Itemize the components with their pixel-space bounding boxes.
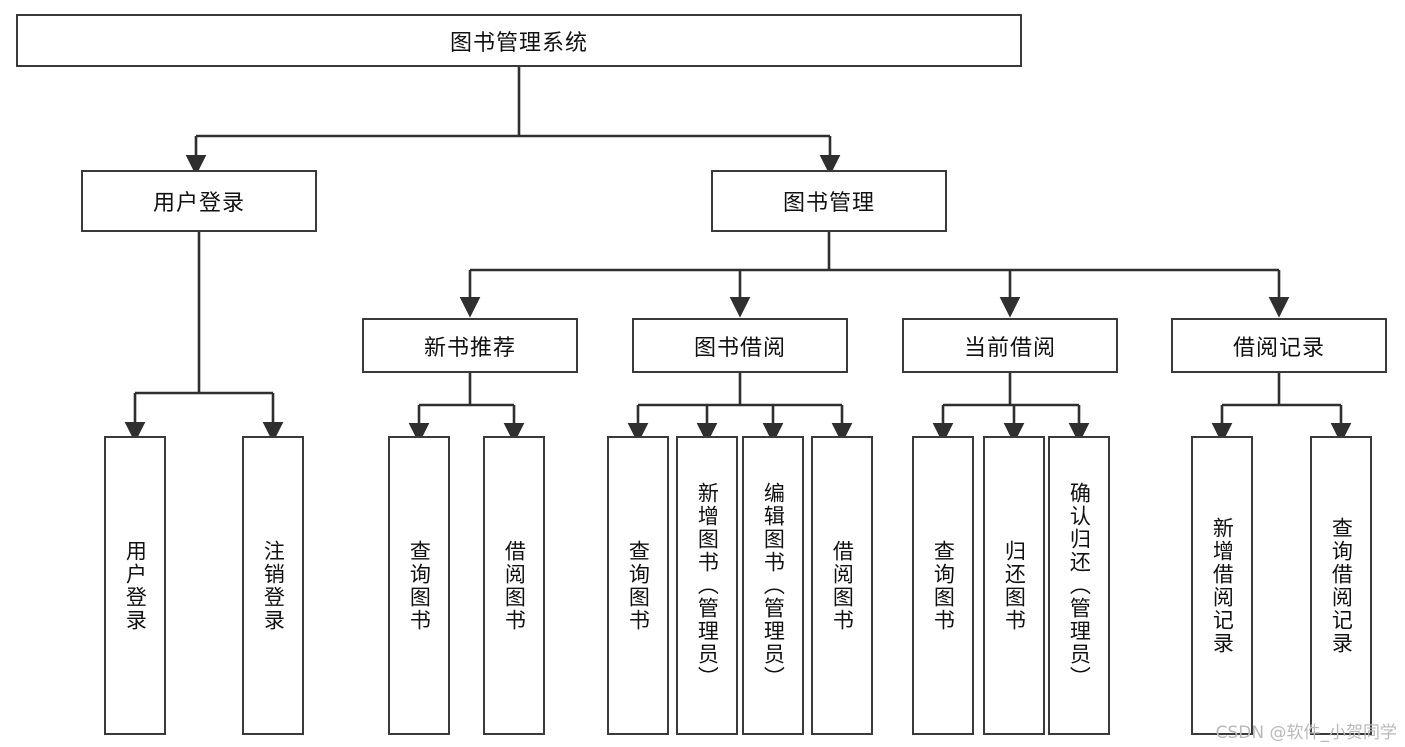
node-label: 注销登录 xyxy=(261,539,286,632)
node-book-borrow[interactable]: 图书借阅 xyxy=(632,318,848,373)
leaf-current-borrow-query-book[interactable]: 查询图书 xyxy=(912,436,974,735)
node-label: 用户登录 xyxy=(152,191,245,216)
node-label: 查询图书 xyxy=(626,539,651,632)
leaf-new-book-borrow-book[interactable]: 借阅图书 xyxy=(483,436,545,735)
node-label: 查询图书 xyxy=(407,539,432,632)
node-new-book-recommend[interactable]: 新书推荐 xyxy=(362,318,578,373)
node-label: 确认归还（管理员） xyxy=(1067,482,1092,689)
leaf-current-borrow-return-book[interactable]: 归还图书 xyxy=(983,436,1045,735)
leaf-user-login-login[interactable]: 用户登录 xyxy=(104,436,166,735)
node-user-login[interactable]: 用户登录 xyxy=(81,170,317,232)
leaf-book-borrow-borrow-book[interactable]: 借阅图书 xyxy=(811,436,873,735)
leaf-new-book-query-book[interactable]: 查询图书 xyxy=(388,436,450,735)
node-label: 编辑图书（管理员） xyxy=(761,482,786,689)
leaf-user-login-logout[interactable]: 注销登录 xyxy=(242,436,304,735)
watermark-text: CSDN @软件_小贺同学 xyxy=(1215,723,1397,743)
node-label: 借阅图书 xyxy=(502,539,527,632)
node-label: 用户登录 xyxy=(123,539,148,632)
node-label: 查询借阅记录 xyxy=(1329,516,1354,655)
leaf-borrow-record-query-record[interactable]: 查询借阅记录 xyxy=(1310,436,1372,735)
node-label: 归还图书 xyxy=(1002,539,1027,632)
node-label: 图书管理系统 xyxy=(449,30,588,56)
node-current-borrow[interactable]: 当前借阅 xyxy=(902,318,1118,373)
node-label: 新书推荐 xyxy=(423,335,516,361)
node-label: 图书管理 xyxy=(782,191,875,216)
node-label: 借阅图书 xyxy=(830,539,855,632)
node-label: 当前借阅 xyxy=(963,335,1056,361)
node-book-management[interactable]: 图书管理 xyxy=(711,170,947,232)
node-label: 借阅记录 xyxy=(1232,335,1325,361)
node-label: 查询图书 xyxy=(931,539,956,632)
node-root-book-management-system[interactable]: 图书管理系统 xyxy=(16,14,1022,67)
leaf-book-borrow-edit-book-admin[interactable]: 编辑图书（管理员） xyxy=(742,436,804,735)
leaf-current-borrow-confirm-return-admin[interactable]: 确认归还（管理员） xyxy=(1048,436,1110,735)
node-label: 新增图书（管理员） xyxy=(695,482,720,689)
node-borrow-record[interactable]: 借阅记录 xyxy=(1171,318,1387,373)
leaf-book-borrow-add-book-admin[interactable]: 新增图书（管理员） xyxy=(676,436,738,735)
leaf-borrow-record-add-record[interactable]: 新增借阅记录 xyxy=(1191,436,1253,735)
leaf-book-borrow-query-book[interactable]: 查询图书 xyxy=(607,436,669,735)
node-label: 图书借阅 xyxy=(693,335,786,361)
node-label: 新增借阅记录 xyxy=(1210,516,1235,655)
